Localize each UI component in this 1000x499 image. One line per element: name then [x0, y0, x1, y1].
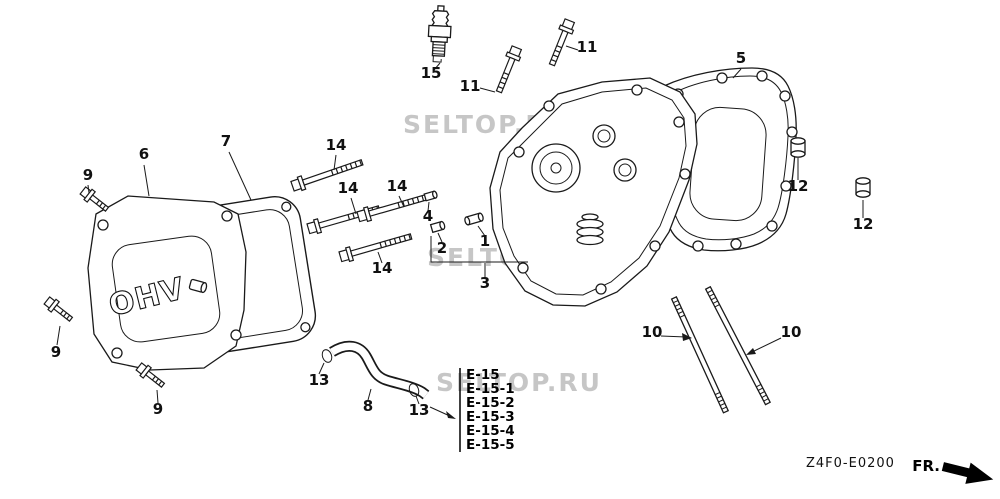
bolt-9-a	[78, 184, 112, 215]
callout-10-a[interactable]: 10	[642, 323, 663, 341]
bolt-11-a	[491, 44, 524, 95]
callout-14-d[interactable]: 14	[387, 177, 408, 195]
callouts: 15 11 11 5 12 12 6 7 9 9 9 14 14 14 14 4…	[51, 38, 874, 419]
direction-arrow-icon	[941, 462, 994, 484]
bolt-11-b	[544, 17, 577, 68]
callout-15[interactable]: 15	[421, 64, 442, 82]
callout-14-c[interactable]: 14	[372, 259, 393, 277]
callout-9-a[interactable]: 9	[83, 166, 93, 184]
arrowhead	[682, 333, 692, 341]
callout-7[interactable]: 7	[221, 132, 231, 150]
callout-1[interactable]: 1	[480, 232, 490, 250]
callout-14-b[interactable]: 14	[338, 179, 359, 197]
callout-11-b[interactable]: 11	[577, 38, 598, 56]
valve-spring	[576, 213, 604, 246]
stud-10-a	[670, 296, 730, 414]
pin-4	[423, 190, 438, 202]
clip-13-a	[321, 349, 333, 363]
grommet-12-b	[855, 177, 871, 198]
callout-10-b[interactable]: 10	[781, 323, 802, 341]
reference-item[interactable]: E-15-3	[466, 409, 515, 425]
callout-6[interactable]: 6	[139, 145, 149, 163]
callout-9-c[interactable]: 9	[153, 400, 163, 418]
reference-item[interactable]: E-15	[466, 367, 500, 383]
dowel-pin-2	[429, 220, 446, 234]
bolt-9-b	[42, 294, 76, 325]
callout-2[interactable]: 2	[437, 239, 447, 257]
reference-item[interactable]: E-15-4	[466, 423, 515, 439]
spark-plug	[427, 5, 452, 63]
callout-4[interactable]: 4	[423, 207, 433, 225]
cylinder-head	[489, 77, 698, 307]
reference-item[interactable]: E-15-5	[466, 437, 515, 453]
callout-11-a[interactable]: 11	[460, 77, 481, 95]
callout-3[interactable]: 3	[480, 274, 490, 292]
direction-label: FR.	[912, 457, 940, 475]
arrowhead	[746, 348, 756, 355]
callout-14-a[interactable]: 14	[326, 136, 347, 154]
reference-item[interactable]: E-15-2	[466, 395, 515, 411]
grommet-12-a	[790, 137, 806, 158]
callout-13-a[interactable]: 13	[309, 371, 330, 389]
dowel-pin-1	[464, 212, 484, 226]
callout-8[interactable]: 8	[363, 397, 373, 415]
callout-12-b[interactable]: 12	[853, 215, 874, 233]
breather-stub	[188, 278, 208, 294]
stud-10-b	[704, 285, 772, 406]
diagram-code: Z4F0-E0200	[806, 456, 895, 471]
callout-5[interactable]: 5	[736, 49, 746, 67]
bracket-line	[430, 236, 528, 263]
reference-list: E-15 E-15-1 E-15-2 E-15-3 E-15-4 E-15-5	[459, 367, 515, 453]
valve-cover: OHV	[87, 195, 247, 371]
callout-13-b[interactable]: 13	[409, 401, 430, 419]
callout-12-a[interactable]: 12	[788, 177, 809, 195]
arrowhead	[446, 411, 456, 419]
breather-tube	[329, 340, 430, 400]
reference-item[interactable]: E-15-1	[466, 381, 515, 397]
direction-marker: FR.	[912, 457, 994, 484]
watermark-text: SELTOP.RU	[436, 368, 602, 397]
leader-lines	[56, 45, 864, 418]
callout-9-b[interactable]: 9	[51, 343, 61, 361]
